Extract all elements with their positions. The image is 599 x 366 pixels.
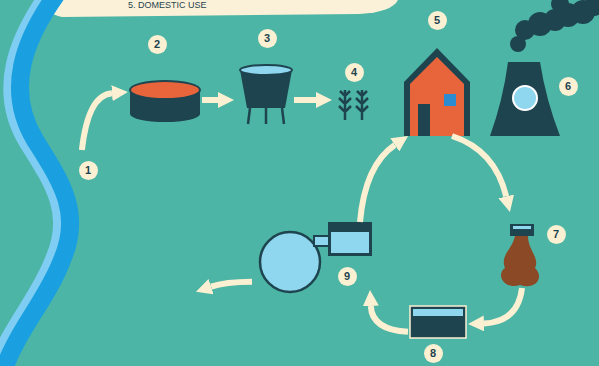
callout-number: 6 xyxy=(559,77,578,96)
tank-base xyxy=(130,106,200,122)
flow-arrow xyxy=(360,145,395,222)
river xyxy=(3,0,70,366)
callout-circle: 5 xyxy=(428,11,447,30)
stage-node: 3 xyxy=(234,28,294,124)
flow-arrow xyxy=(452,136,506,196)
pipe-rim xyxy=(513,226,531,229)
house-wall xyxy=(410,57,464,136)
tank-water xyxy=(413,309,463,316)
stage-node: 4 xyxy=(332,62,376,120)
flow-arrow xyxy=(484,288,522,323)
callout-number: 9 xyxy=(338,267,357,286)
stage-node: 1 xyxy=(0,150,196,366)
sewage xyxy=(501,236,539,286)
crop-symbol xyxy=(339,90,368,120)
digester xyxy=(260,232,320,292)
banner-panel xyxy=(40,0,398,17)
treatment-tank xyxy=(328,222,372,256)
stage-node: 5 xyxy=(404,10,472,136)
smoke-puff xyxy=(584,0,599,16)
connector-pipe xyxy=(314,236,329,246)
callout-number: 4 xyxy=(345,63,364,82)
flow-arrow xyxy=(82,93,112,150)
callout-number: 2 xyxy=(148,35,167,54)
flow-arrow xyxy=(202,97,218,103)
tower-legs xyxy=(248,108,284,124)
callout-circle: 2 xyxy=(148,35,167,54)
flow-arrow xyxy=(294,97,316,103)
cooling-tower xyxy=(490,62,560,136)
treatment-water xyxy=(331,232,369,253)
smoke xyxy=(510,0,599,52)
stage-node: 6 xyxy=(484,10,579,136)
house-door xyxy=(418,104,430,136)
outlet-pipe xyxy=(510,224,534,236)
tower-window xyxy=(513,86,537,110)
callout-number: 3 xyxy=(258,29,277,48)
callout-circle: 6 xyxy=(559,77,578,96)
callout-circle: 7 xyxy=(547,225,566,244)
house-window xyxy=(444,94,456,106)
callout-number: 7 xyxy=(547,225,566,244)
callout-circle: 9 xyxy=(338,267,357,286)
callout-circle: 3 xyxy=(258,29,277,48)
callout-circle: 8 xyxy=(424,344,443,363)
callout-number: 8 xyxy=(424,344,443,363)
stage-node: 9 xyxy=(252,222,374,290)
callout-circle: 4 xyxy=(345,63,364,82)
stage-node: 8 xyxy=(408,302,468,364)
settling-tank xyxy=(410,306,466,338)
house-roof xyxy=(404,48,470,136)
callout-number: 1 xyxy=(79,161,98,180)
smoke-puff xyxy=(551,0,569,13)
stage-node: 2 xyxy=(128,34,202,120)
water-tower-top xyxy=(240,65,292,75)
stage-node: 7 xyxy=(500,212,566,288)
flow-arrow xyxy=(371,306,408,332)
flow-arrow xyxy=(211,282,252,287)
section-label: 5. DOMESTIC USE xyxy=(128,0,207,10)
callout-number: 5 xyxy=(428,11,447,30)
callout-circle: 1 xyxy=(79,161,98,180)
tank-top xyxy=(130,81,200,99)
